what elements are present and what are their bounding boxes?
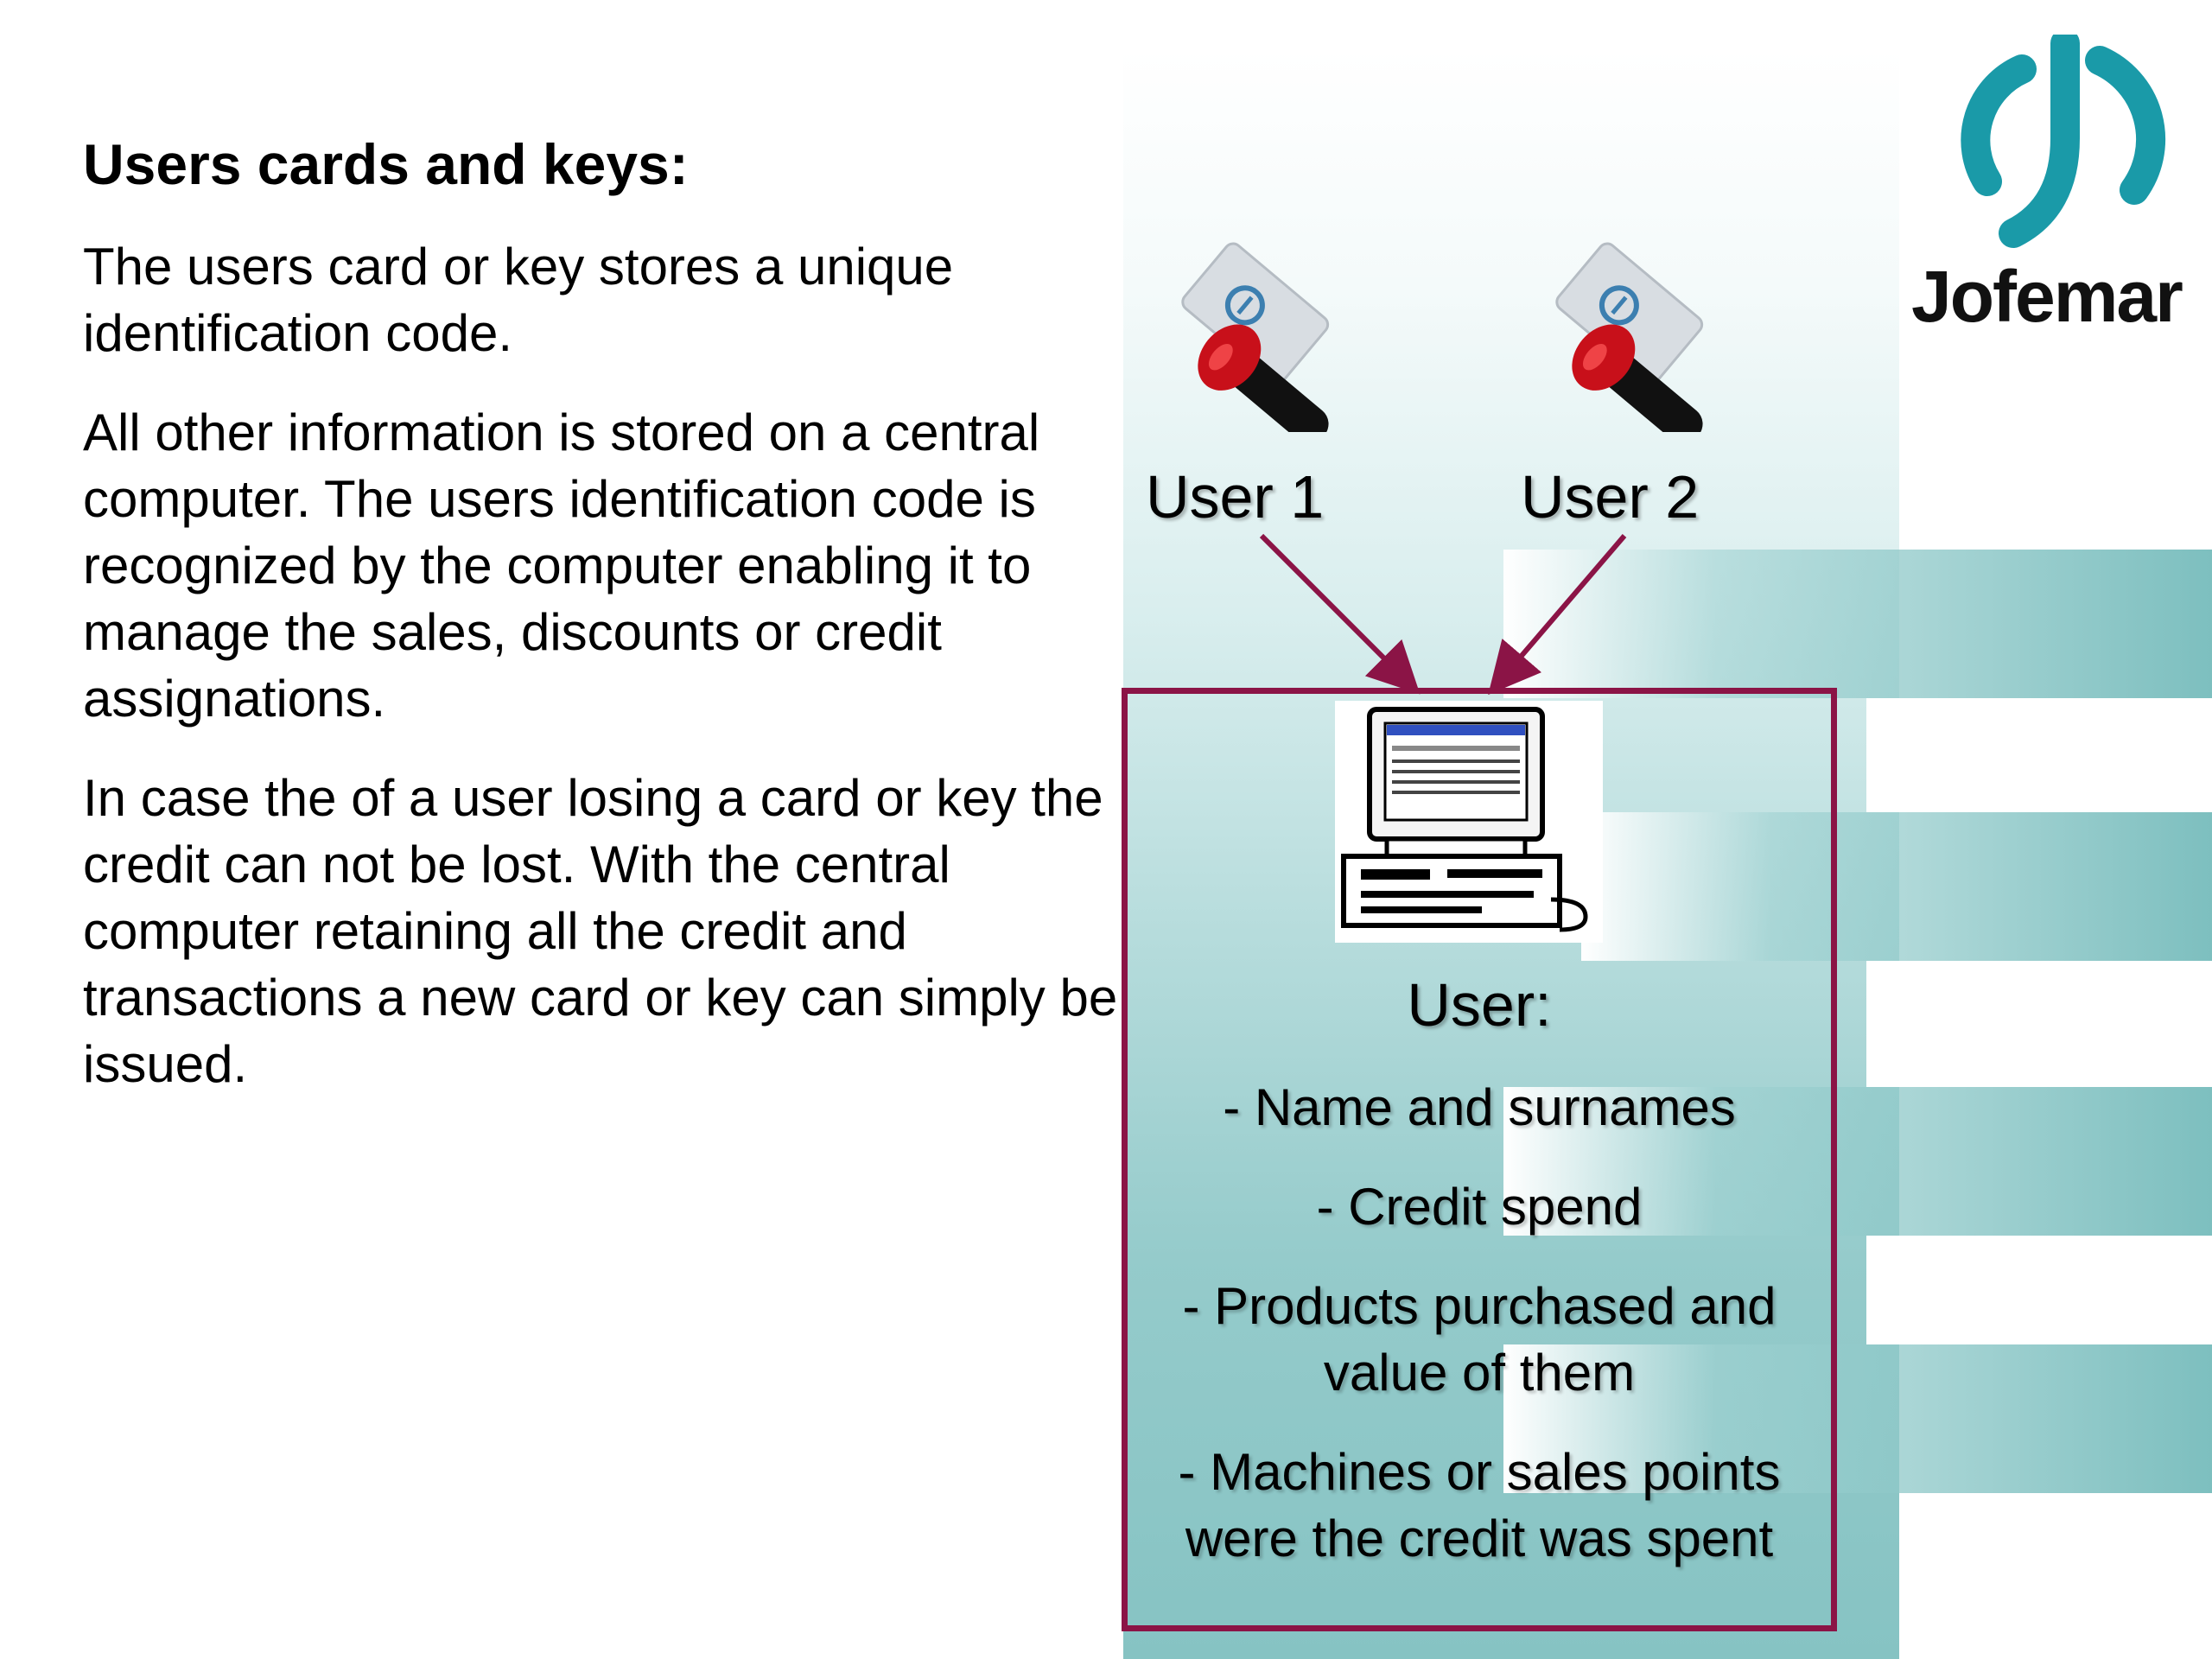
box-title: User: bbox=[1407, 971, 1552, 1039]
page-title: Users cards and keys: bbox=[83, 132, 689, 196]
jofemar-logo-icon bbox=[1961, 35, 2166, 248]
logo-text: Jofemar bbox=[1911, 256, 2183, 337]
list-item-credit: - Credit spend bbox=[1316, 1178, 1643, 1236]
stripe-4 bbox=[1503, 1344, 2212, 1493]
jofemar-logo: Jofemar bbox=[1901, 35, 2195, 354]
paragraph-1: The users card or key stores a unique id… bbox=[83, 238, 954, 362]
user-2-label: User 2 bbox=[1521, 463, 1700, 531]
key-fob-icon-user-1 bbox=[1181, 242, 1330, 432]
user-1-label: User 1 bbox=[1146, 463, 1325, 531]
stripe-2 bbox=[1581, 812, 2212, 961]
stripe-1 bbox=[1503, 550, 2212, 698]
list-item-products: - Products purchased and value of them bbox=[1182, 1277, 1777, 1402]
user-info-box: User: - Name and surnames - Credit spend… bbox=[1122, 688, 1837, 1631]
list-item-name: - Name and surnames bbox=[1223, 1078, 1736, 1136]
list-item-machines: - Machines or sales points were the cred… bbox=[1178, 1443, 1781, 1567]
main-text: Users cards and keys: The users card or … bbox=[83, 130, 1120, 1130]
key-fob-icon-user-2 bbox=[1555, 242, 1704, 432]
white-gap-3 bbox=[1866, 1236, 2212, 1344]
box-list: - Name and surnames - Credit spend - Pro… bbox=[1136, 1074, 1822, 1605]
arrow-icon-user-2 bbox=[1488, 534, 1627, 696]
arrow-icon-user-1 bbox=[1259, 533, 1421, 695]
white-gap-2 bbox=[1866, 961, 2212, 1087]
paragraph-3: In case the of a user losing a card or k… bbox=[83, 769, 1118, 1093]
paragraph-2: All other information is stored on a cen… bbox=[83, 404, 1040, 728]
computer-icon bbox=[1335, 701, 1603, 943]
stripe-3 bbox=[1503, 1087, 2212, 1236]
white-gap-1 bbox=[1866, 698, 2212, 812]
